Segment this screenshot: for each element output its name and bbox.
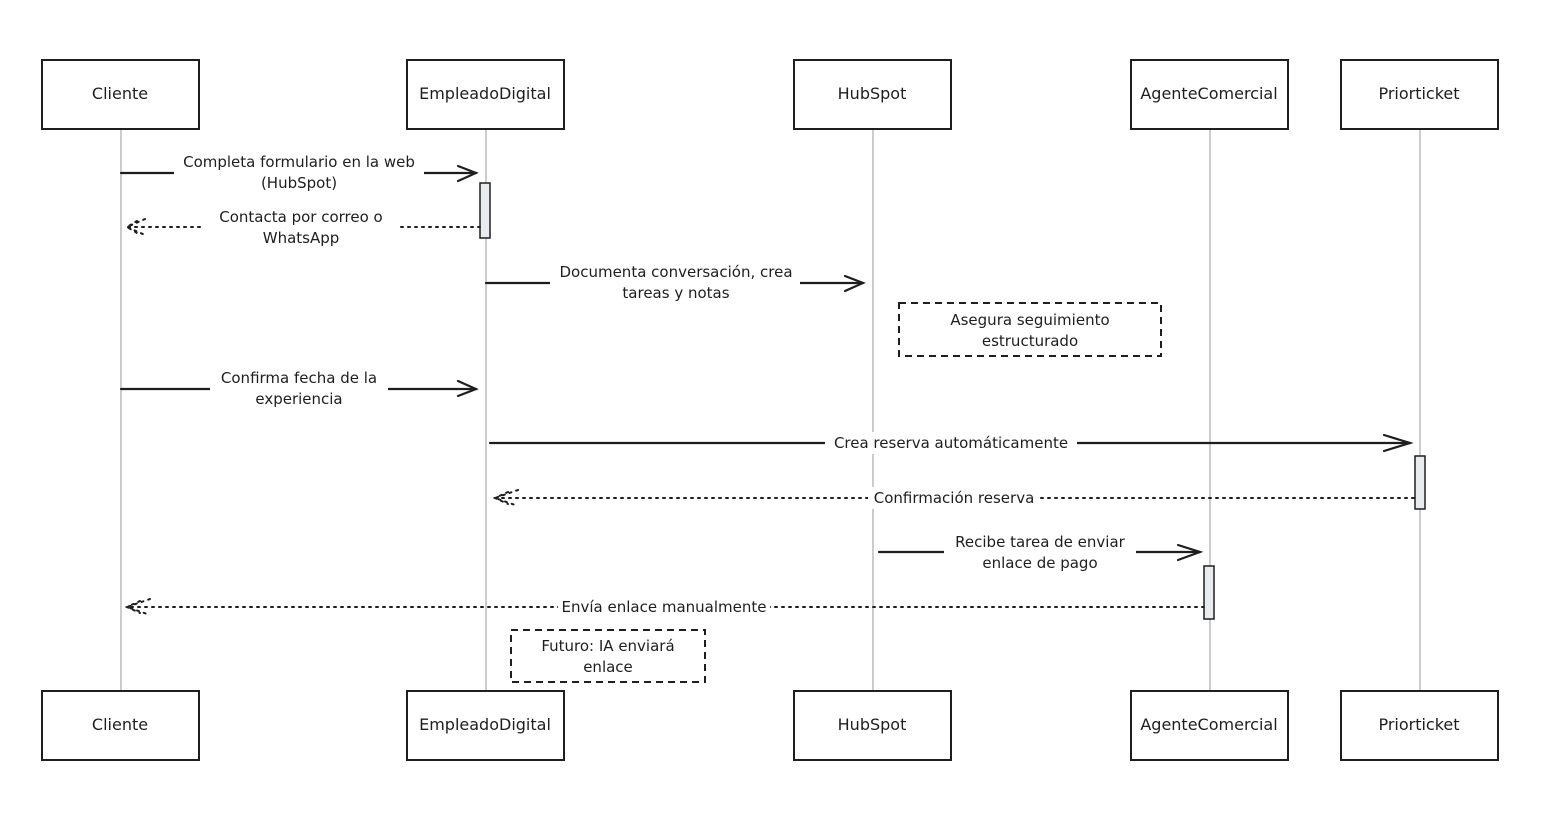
participant-agente-top: AgenteComercial [1130, 59, 1289, 130]
message-label-line: Envía enlace manualmente [562, 598, 767, 616]
activation-empleado [479, 182, 491, 239]
note-label-line: Asegura seguimiento [950, 311, 1109, 329]
note-label-line: estructurado [982, 332, 1078, 350]
activation-priorticket [1414, 455, 1426, 510]
participant-hubspot-bottom: HubSpot [793, 690, 952, 761]
message-envia-enlace: Envía enlace manualmente [123, 596, 1205, 618]
participant-agente-bottom: AgenteComercial [1130, 690, 1289, 761]
message-confirma-fecha: Confirma fecha de la experiencia [119, 366, 479, 412]
participant-empleado-bottom: EmpleadoDigital [406, 690, 565, 761]
message-confirmacion-reserva: Confirmación reserva [491, 487, 1415, 509]
participant-hubspot-top: HubSpot [793, 59, 952, 130]
message-label-line: experiencia [255, 390, 342, 408]
participant-cliente-bottom: Cliente [41, 690, 200, 761]
participant-label: Priorticket [1378, 84, 1459, 103]
message-label-line: tareas y notas [622, 284, 729, 302]
message-contacta-correo: Contacta por correo o WhatsApp [124, 205, 481, 251]
message-label-line: Crea reserva automáticamente [834, 434, 1068, 452]
message-crea-reserva: Crea reserva automáticamente [488, 432, 1414, 454]
message-label-line: Confirmación reserva [874, 489, 1035, 507]
activation-agente [1203, 565, 1215, 620]
participant-label: Cliente [92, 84, 148, 103]
message-label-line: Completa formulario en la web [183, 153, 415, 171]
message-label-line: WhatsApp [263, 229, 340, 247]
participant-label: Cliente [92, 715, 148, 734]
message-label-line: Recibe tarea de enviar [955, 533, 1125, 551]
participant-label: AgenteComercial [1140, 715, 1277, 734]
message-label-line: Contacta por correo o [219, 208, 382, 226]
message-documenta-conversacion: Documenta conversación, crea tareas y no… [484, 260, 866, 306]
message-completa-formulario: Completa formulario en la web (HubSpot) [119, 150, 479, 196]
note-asegura-seguimiento: Asegura seguimiento estructurado [898, 302, 1162, 357]
participant-cliente-top: Cliente [41, 59, 200, 130]
message-label-line: Documenta conversación, crea [559, 263, 792, 281]
participant-priorticket-top: Priorticket [1340, 59, 1499, 130]
message-label-line: Confirma fecha de la [221, 369, 377, 387]
participant-label: Priorticket [1378, 715, 1459, 734]
participant-label: AgenteComercial [1140, 84, 1277, 103]
note-label-line: Futuro: IA enviará [541, 637, 674, 655]
participant-label: EmpleadoDigital [419, 84, 551, 103]
message-label-line: (HubSpot) [261, 174, 337, 192]
participant-label: HubSpot [838, 715, 907, 734]
note-futuro-ia: Futuro: IA enviará enlace [510, 629, 706, 683]
note-label-line: enlace [583, 658, 633, 676]
message-recibe-tarea: Recibe tarea de enviar enlace de pago [877, 530, 1204, 576]
participant-empleado-top: EmpleadoDigital [406, 59, 565, 130]
participant-label: HubSpot [838, 84, 907, 103]
participant-label: EmpleadoDigital [419, 715, 551, 734]
participant-priorticket-bottom: Priorticket [1340, 690, 1499, 761]
message-label-line: enlace de pago [982, 554, 1097, 572]
